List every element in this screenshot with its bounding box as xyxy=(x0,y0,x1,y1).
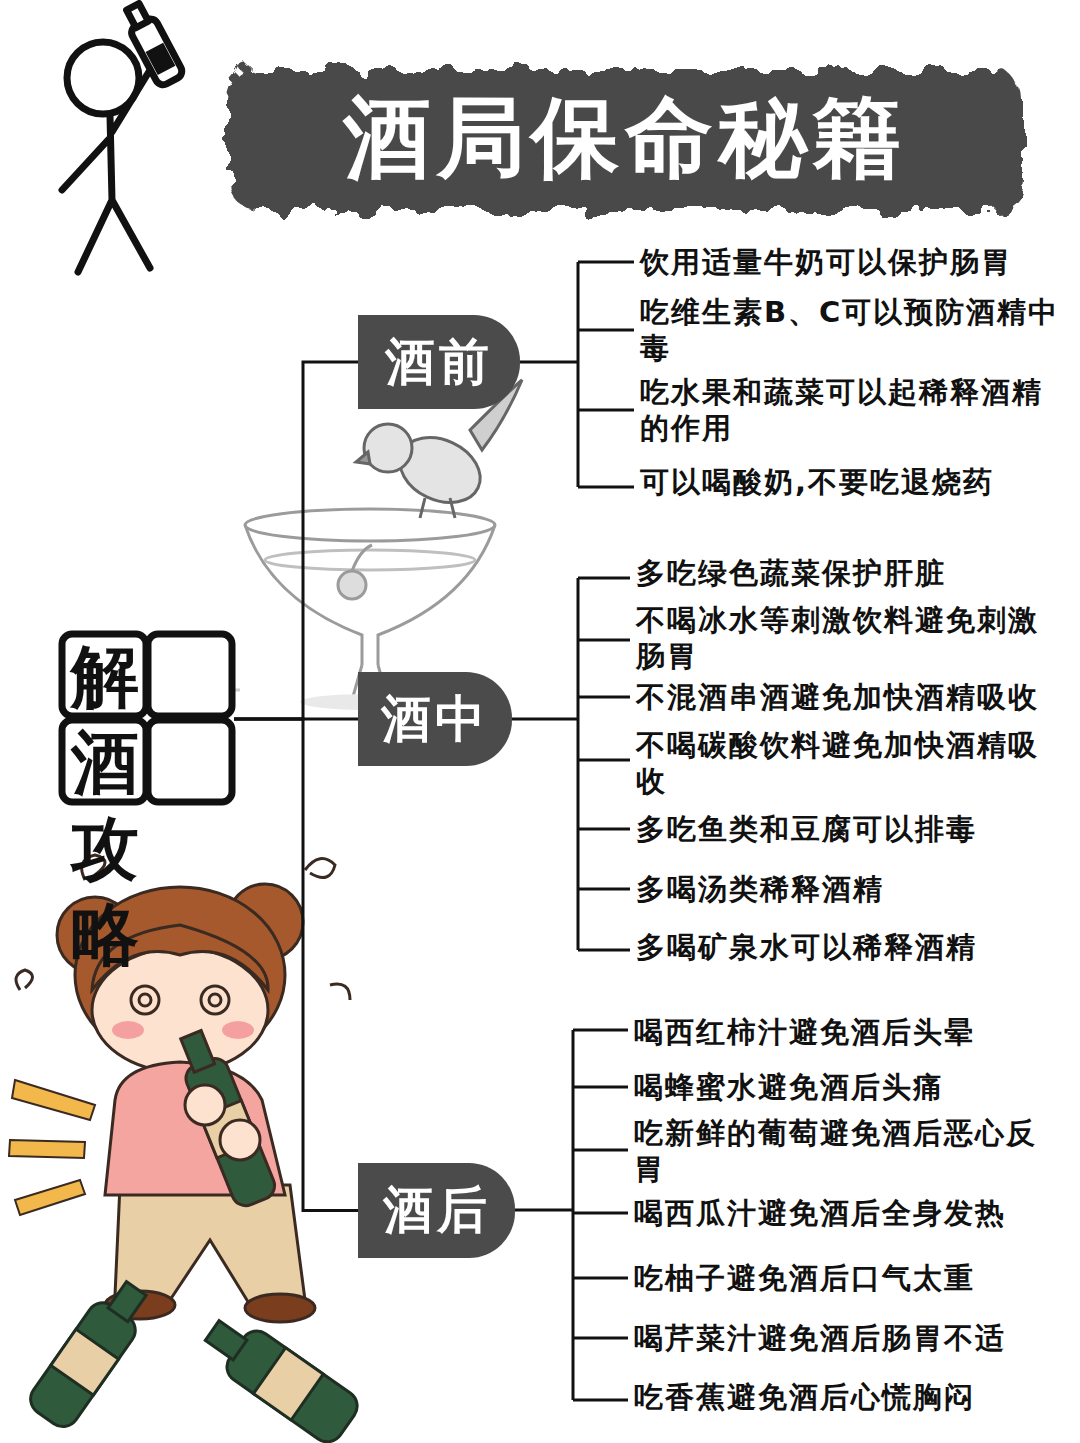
stick-figure xyxy=(62,0,185,272)
tree-connector xyxy=(234,362,358,719)
bottles xyxy=(24,1274,363,1443)
tip-text: 不喝碳酸饮料避免加快酒精吸收 xyxy=(636,727,1068,799)
tip-text: 饮用适量牛奶可以保护肠胃 xyxy=(640,244,1072,280)
node-text: 酒前 xyxy=(385,329,493,396)
stage-tab: 酒后 xyxy=(358,1163,515,1258)
bracket-lines xyxy=(512,262,634,1400)
tip-text: 多喝矿泉水可以稀释酒精 xyxy=(636,929,1068,965)
tree-connector xyxy=(234,719,358,1211)
tip-text: 吃维生素B、C可以预防酒精中毒 xyxy=(640,294,1072,366)
tip-text: 吃新鲜的葡萄避免酒后恶心反胃 xyxy=(634,1115,1066,1187)
title-banner xyxy=(228,70,1023,210)
tip-text: 不喝冰水等刺激饮料避免刺激肠胃 xyxy=(636,602,1068,674)
title: 酒局保命秘籍 xyxy=(230,78,1020,198)
tip-text: 吃水果和蔬菜可以起稀释酒精的作用 xyxy=(640,374,1072,446)
tip-text: 不混酒串酒避免加快酒精吸收 xyxy=(636,679,1068,715)
tip-text: 喝蜂蜜水避免酒后头痛 xyxy=(634,1069,1066,1105)
tip-text: 喝芹菜汁避免酒后肠胃不适 xyxy=(634,1320,1066,1356)
tip-text: 多吃绿色蔬菜保护肝脏 xyxy=(636,555,1068,591)
tip-text: 可以喝酸奶,不要吃退烧药 xyxy=(640,464,1072,500)
node-text: 酒后 xyxy=(383,1177,491,1244)
node-text: 酒中 xyxy=(381,686,489,753)
tip-text: 吃柚子避免酒后口气太重 xyxy=(634,1260,1066,1296)
node-text: 解酒攻略 xyxy=(62,634,238,978)
stage-tab: 酒前 xyxy=(358,315,520,409)
tip-text: 多喝汤类稀释酒精 xyxy=(636,871,1068,907)
motion-marks xyxy=(9,1080,95,1215)
root-title: 解酒攻略 xyxy=(62,634,234,804)
tip-text: 吃香蕉避免酒后心慌胸闷 xyxy=(634,1379,1066,1415)
tip-text: 喝西瓜汁避免酒后全身发热 xyxy=(634,1195,1066,1231)
dizzy-girl xyxy=(16,855,350,1322)
stage-tab: 酒中 xyxy=(358,672,512,766)
tip-text: 多吃鱼类和豆腐可以排毒 xyxy=(636,811,1068,847)
tip-text: 喝西红柿汁避免酒后头晕 xyxy=(634,1014,1066,1050)
